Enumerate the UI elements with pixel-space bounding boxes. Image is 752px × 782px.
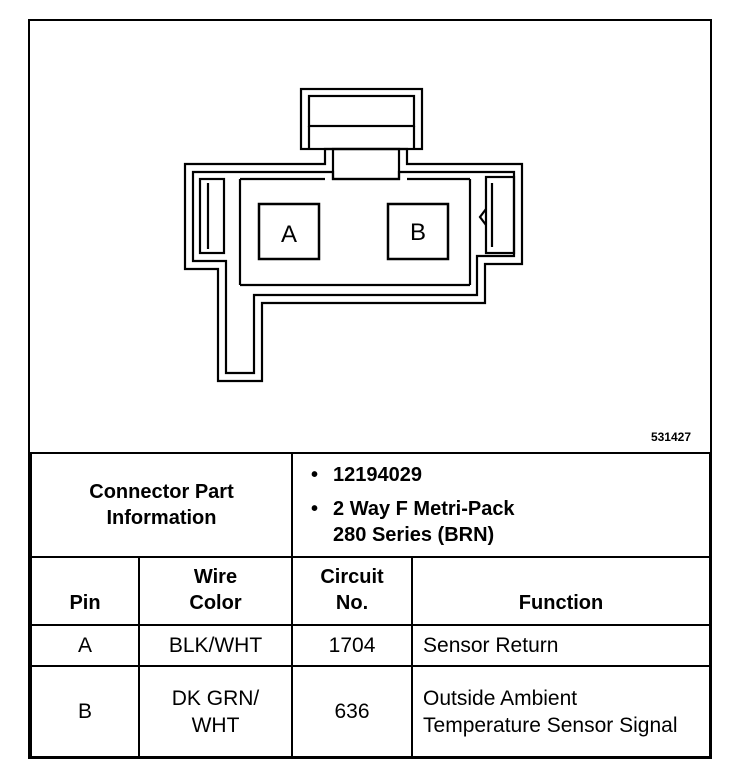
- connector-info-values: • 12194029 • 2 Way F Metri-Pack 280 Seri…: [291, 452, 712, 558]
- header-function: Function: [411, 556, 712, 626]
- description-line: • 2 Way F Metri-Pack: [311, 496, 709, 522]
- pin-label-b: B: [410, 219, 426, 246]
- row-a-wire-color: BLK/WHT: [137, 624, 294, 667]
- row-a-circuit: 1704: [291, 624, 414, 667]
- pin-cavity-b: [386, 202, 450, 261]
- connector-diagram-area: A B 531427: [30, 21, 709, 453]
- header-circuit-no-text: Circuit No.: [320, 566, 384, 614]
- row-a-function: Sensor Return: [411, 624, 712, 667]
- part-number: 12194029: [333, 464, 422, 486]
- row-b-circuit: 636: [291, 665, 414, 758]
- row-b-function: Outside Ambient Temperature Sensor Signa…: [411, 665, 712, 758]
- row-b-pin: B: [30, 665, 140, 758]
- table-header-row: Pin Wire Color Circuit No. Function: [30, 556, 712, 626]
- left-side-lock: [198, 177, 226, 255]
- connector-pin-table: Connector Part Information • 12194029 • …: [29, 452, 712, 758]
- description-line-2: 280 Series (BRN): [333, 524, 495, 546]
- bullet-icon: •: [311, 464, 319, 486]
- right-side-lock: [484, 175, 516, 255]
- connector-body-inner: [191, 170, 516, 375]
- header-circuit-no: Circuit No.: [291, 556, 414, 626]
- pin-label-a: A: [281, 221, 297, 248]
- connector-face-drawing: A B: [183, 87, 524, 383]
- connector-latch: [299, 87, 424, 151]
- description-line-1: 2 Way F Metri-Pack: [333, 498, 515, 520]
- bullet-icon: •: [311, 498, 319, 520]
- header-pin: Pin: [30, 556, 140, 626]
- connector-latch-inner: [307, 94, 416, 128]
- connector-body-outline: [183, 147, 524, 383]
- figure-number: 531427: [650, 430, 691, 444]
- row-b-wire-color-text: DK GRN/ WHT: [171, 686, 260, 737]
- row-b-function-text: Outside Ambient Temperature Sensor Signa…: [423, 686, 678, 737]
- connector-info-label-text: Connector Part Information: [89, 481, 234, 529]
- row-a-pin: A: [30, 624, 140, 667]
- table-row: B DK GRN/ WHT 636 Outside Ambient Temper…: [30, 665, 712, 758]
- row-b-wire-color: DK GRN/ WHT: [137, 665, 294, 758]
- part-number-line: • 12194029: [311, 462, 709, 488]
- header-wire-color: Wire Color: [137, 556, 294, 626]
- table-row: A BLK/WHT 1704 Sensor Return: [30, 624, 712, 667]
- connector-info-label: Connector Part Information: [29, 452, 294, 558]
- pin-cavity-a: [257, 202, 321, 261]
- diagram-frame: A B 531427 Connector Part Information • …: [28, 19, 712, 759]
- header-wire-color-text: Wire Color: [189, 566, 242, 614]
- connector-info-row: Connector Part Information • 12194029 • …: [29, 452, 712, 558]
